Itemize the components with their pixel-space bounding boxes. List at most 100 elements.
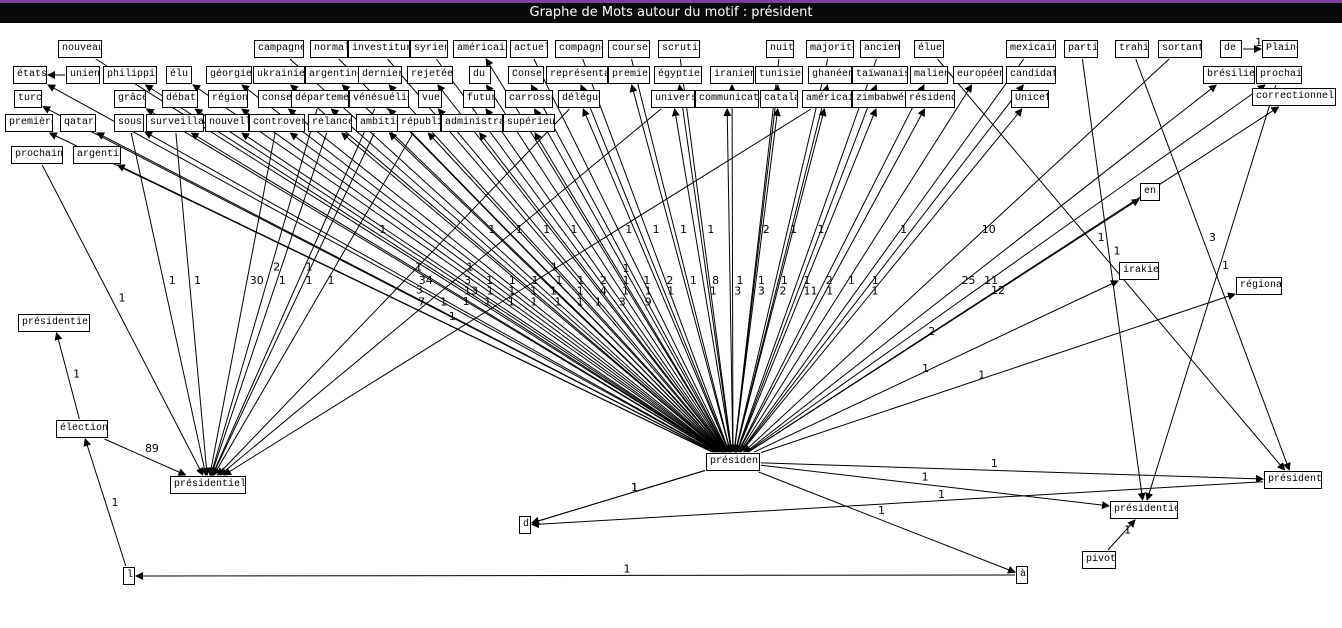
graph-node-zimbabween[interactable]: zimbabwéen — [852, 90, 908, 108]
graph-node-presidente[interactable]: présidente — [1264, 471, 1322, 489]
graph-node-irakien[interactable]: irakien — [1119, 262, 1159, 280]
graph-node-georgien[interactable]: géorgien — [206, 66, 252, 84]
graph-node-nuit[interactable]: nuit — [766, 40, 794, 58]
graph-node-ambition[interactable]: ambition — [356, 114, 402, 132]
graph-node-argentin[interactable]: argentin — [73, 146, 121, 164]
graph-node-pivot[interactable]: pivot — [1082, 551, 1116, 569]
graph-node-europeen[interactable]: européen — [953, 66, 1003, 84]
graph-node-venezuelien[interactable]: vénésuélien — [349, 90, 409, 108]
graph-node-region[interactable]: région — [208, 90, 248, 108]
graph-node-elue[interactable]: élue — [914, 40, 944, 58]
graph-node-presidentiell[interactable]: présidentiell — [18, 314, 90, 332]
graph-node-premier[interactable]: premier — [608, 66, 650, 84]
graph-node-egyptien[interactable]: égyptien — [654, 66, 702, 84]
graph-node-trahi[interactable]: trahi — [1115, 40, 1149, 58]
graph-node-prochaine[interactable]: prochaine — [11, 146, 63, 164]
graph-node-sous[interactable]: sous — [114, 114, 144, 132]
graph-node-prochain[interactable]: prochain — [1256, 66, 1302, 84]
graph-node-premiere[interactable]: première — [5, 114, 53, 132]
graph-node-debat[interactable]: débat — [162, 90, 198, 108]
graph-node-qatari[interactable]: qatari — [60, 114, 96, 132]
graph-node-ancien[interactable]: ancien — [860, 40, 900, 58]
graph-node-president[interactable]: président — [706, 453, 760, 471]
graph-node-majorite[interactable]: majorité — [806, 40, 854, 58]
graph-node-malien[interactable]: malien — [910, 66, 948, 84]
graph-node-investiture[interactable]: investiture — [348, 40, 410, 58]
graph-node-syrien[interactable]: syrien — [410, 40, 448, 58]
graph-node-presidentiel[interactable]: présidentiel — [1110, 501, 1178, 519]
graph-node-a[interactable]: à — [1016, 566, 1028, 584]
graph-node-carrosse[interactable]: carrosse — [505, 90, 553, 108]
graph-edge-president-europeen — [738, 84, 973, 453]
graph-node-administration[interactable]: administration — [441, 114, 503, 132]
graph-node-en[interactable]: en — [1140, 183, 1160, 201]
graph-node-futur[interactable]: futur — [463, 90, 495, 108]
graph-node-departement[interactable]: département — [291, 90, 349, 108]
graph-node-elu[interactable]: élu — [166, 66, 192, 84]
graph-node-unicef[interactable]: Unicef — [1011, 90, 1049, 108]
graph-node-philippin[interactable]: philippin — [103, 66, 157, 84]
graph-node-conseil1[interactable]: Conseil — [508, 66, 544, 84]
graph-node-unien[interactable]: unien — [66, 66, 100, 84]
graph-node-bresilien[interactable]: brésilien — [1203, 66, 1255, 84]
graph-node-iranien[interactable]: iranien — [710, 66, 754, 84]
graph-edge-weight: 1 — [577, 285, 584, 298]
graph-node-conseil2[interactable]: consei — [258, 90, 294, 108]
graph-edge-president-conseil2 — [287, 108, 721, 453]
graph-node-de[interactable]: de — [1220, 40, 1242, 58]
graph-node-compagne[interactable]: compagne — [555, 40, 603, 58]
graph-node-du[interactable]: du — [469, 66, 491, 84]
graph-node-etats[interactable]: états — [13, 66, 47, 84]
graph-node-representati[interactable]: représentati — [546, 66, 608, 84]
graph-node-l[interactable]: l — [123, 567, 135, 585]
graph-node-superieur[interactable]: supérieur — [503, 114, 555, 132]
graph-edge-president-en — [748, 198, 1140, 453]
graph-node-vue[interactable]: vue — [418, 90, 442, 108]
graph-node-plaine[interactable]: Plaine — [1262, 40, 1298, 58]
graph-node-tunisien[interactable]: tunisien — [755, 66, 803, 84]
graph-node-candidat[interactable]: candidat — [1006, 66, 1056, 84]
graph-edge-weight: 1 — [622, 285, 629, 298]
graph-node-scrutin[interactable]: scrutin — [658, 40, 700, 58]
graph-node-sortant[interactable]: sortant — [1158, 40, 1202, 58]
graph-edge-course-president — [631, 58, 733, 453]
graph-node-course[interactable]: course — [608, 40, 650, 58]
graph-node-election[interactable]: élection — [56, 420, 108, 438]
graph-node-delegue[interactable]: délégué — [558, 90, 600, 108]
graph-edge-president-iranien — [728, 84, 737, 453]
graph-node-turc[interactable]: turc — [14, 90, 42, 108]
graph-node-communication[interactable]: communication — [695, 90, 759, 108]
graph-node-ukrainien[interactable]: ukrainien — [253, 66, 305, 84]
graph-edge-ancien-president — [735, 58, 877, 453]
graph-node-catalan[interactable]: catalan — [760, 90, 798, 108]
graph-node-parti[interactable]: parti — [1064, 40, 1098, 58]
graph-edge-weight: 1 — [379, 223, 386, 236]
graph-edge-weight: 1 — [486, 274, 493, 287]
graph-node-taiwanaise[interactable]: taïwanaise — [852, 66, 908, 84]
graph-node-regional[interactable]: régional — [1236, 277, 1282, 295]
graph-node-mexicain[interactable]: mexicain — [1006, 40, 1056, 58]
graph-node-nouveau[interactable]: nouveau — [58, 40, 102, 58]
graph-node-campagne[interactable]: campagne — [254, 40, 304, 58]
graph-node-residence[interactable]: résidence — [905, 90, 955, 108]
graph-node-correctionnelle[interactable]: correctionnelle — [1252, 88, 1336, 106]
graph-edge-president-dernier — [388, 84, 725, 453]
graph-node-relance[interactable]: relance — [308, 114, 352, 132]
graph-node-americain1[interactable]: américain — [453, 40, 507, 58]
graph-node-republique[interactable]: républic — [397, 114, 441, 132]
graph-node-nouvelle[interactable]: nouvelle — [205, 114, 249, 132]
graph-node-controverse[interactable]: controversé — [249, 114, 305, 132]
graph-node-normal[interactable]: normal — [310, 40, 348, 58]
graph-node-dernier[interactable]: dernier — [358, 66, 402, 84]
graph-node-d[interactable]: d — [519, 516, 531, 534]
graph-node-argentine[interactable]: argentine — [305, 66, 359, 84]
graph-node-actuel[interactable]: actuel — [510, 40, 548, 58]
graph-node-surveillance[interactable]: surveillance — [146, 114, 204, 132]
graph-node-presidentielle[interactable]: présidentielle — [170, 476, 246, 494]
graph-node-rejetee[interactable]: rejetée — [407, 66, 453, 84]
graph-node-ghaneen[interactable]: ghanéen — [808, 66, 852, 84]
graph-node-grace[interactable]: grâce — [114, 90, 146, 108]
graph-node-americain2[interactable]: américain — [802, 90, 852, 108]
graph-node-universite[interactable]: universi — [651, 90, 695, 108]
